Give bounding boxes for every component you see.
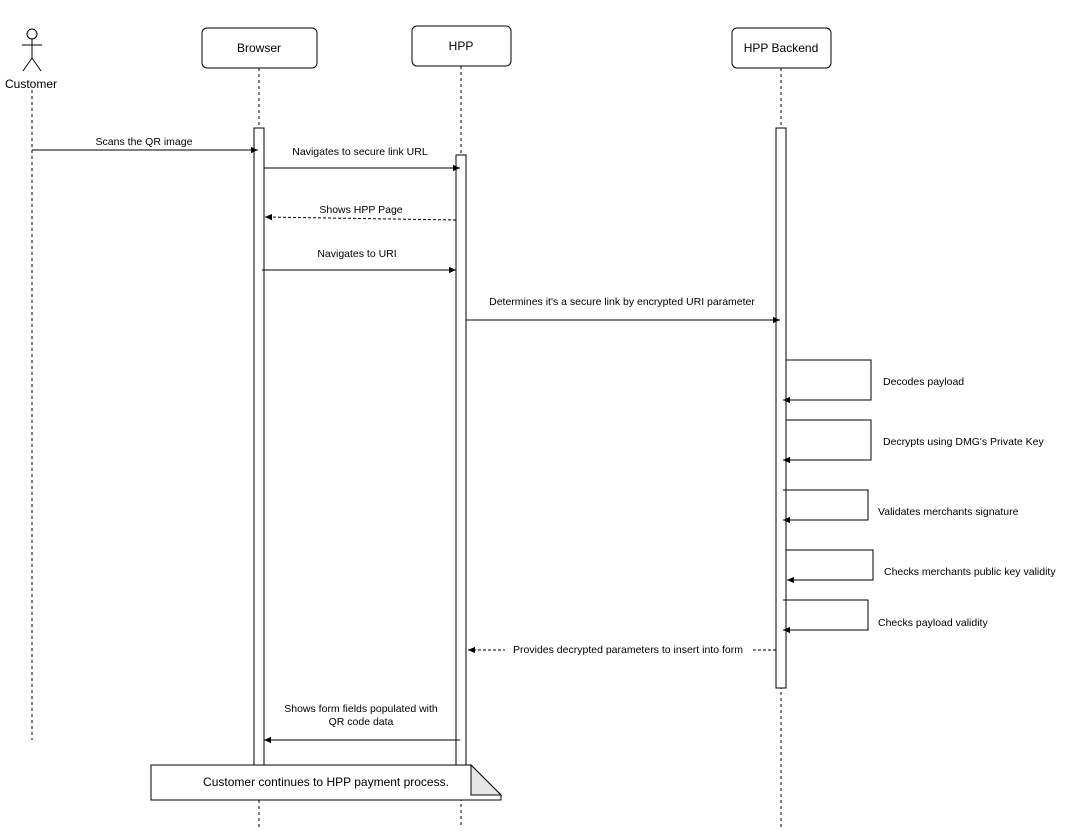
backend-activation xyxy=(775,127,787,689)
message-label: Scans the QR image xyxy=(96,136,193,148)
browser-label: Browser xyxy=(237,41,281,55)
message-shows-form-fields: Shows form fields populated with QR code… xyxy=(264,703,460,744)
message-label: Checks merchants public key validity xyxy=(884,566,1056,578)
message-label: Shows HPP Page xyxy=(319,204,402,216)
note: Customer continues to HPP payment proces… xyxy=(150,763,503,801)
self-message-validates-signature: Validates merchants signature xyxy=(783,489,1019,524)
customer-actor-icon xyxy=(22,28,42,72)
self-message-decodes: Decodes payload xyxy=(783,359,964,404)
message-determines-secure-link: Determines it's a secure link by encrypt… xyxy=(466,296,780,324)
message-shows-hpp-page: Shows HPP Page xyxy=(264,204,457,221)
note-text: Customer continues to HPP payment proces… xyxy=(203,775,449,789)
self-message-checks-key: Checks merchants public key validity xyxy=(786,549,1056,584)
message-label: Decodes payload xyxy=(883,376,964,388)
browser-activation xyxy=(253,127,265,769)
message-label-line1: Shows form fields populated with xyxy=(284,703,438,715)
message-label: Determines it's a secure link by encrypt… xyxy=(489,296,755,308)
message-label: Checks payload validity xyxy=(878,617,988,629)
message-provides-decrypted-params: Provides decrypted parameters to insert … xyxy=(468,642,776,656)
self-message-checks-payload: Checks payload validity xyxy=(783,599,988,634)
customer-label: Customer xyxy=(5,77,57,91)
message-label: Navigates to secure link URL xyxy=(292,146,428,158)
message-label: Navigates to URI xyxy=(317,248,396,260)
self-message-decrypts: Decrypts using DMG's Private Key xyxy=(783,419,1044,464)
hpp-label: HPP xyxy=(449,39,474,53)
backend-participant: HPP Backend xyxy=(731,27,832,69)
message-label-line2: QR code data xyxy=(329,716,394,728)
hpp-activation xyxy=(455,154,467,769)
message-label: Provides decrypted parameters to insert … xyxy=(513,644,743,656)
message-label: Decrypts using DMG's Private Key xyxy=(883,436,1044,448)
message-label: Validates merchants signature xyxy=(878,506,1019,518)
message-scans-qr: Scans the QR image xyxy=(32,136,258,154)
message-navigates-uri: Navigates to URI xyxy=(262,248,456,274)
hpp-participant: HPP xyxy=(411,25,512,67)
browser-participant: Browser xyxy=(201,27,318,69)
message-navigates-secure-link: Navigates to secure link URL xyxy=(264,146,460,172)
backend-label: HPP Backend xyxy=(744,41,819,55)
